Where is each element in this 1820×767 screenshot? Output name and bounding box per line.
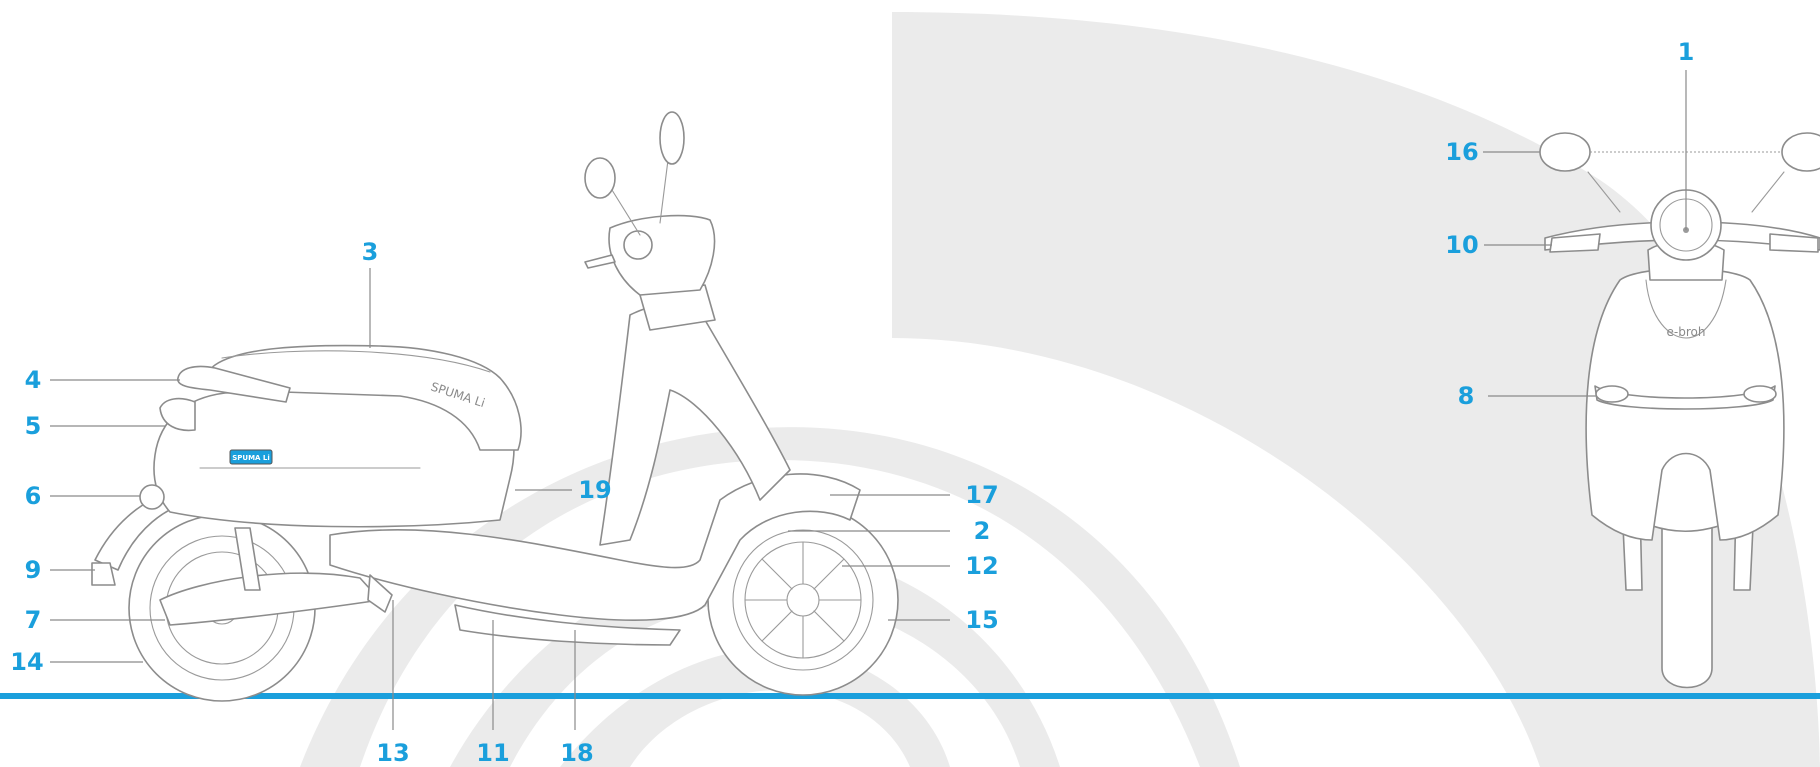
leader-lines xyxy=(50,70,1687,730)
scooter-side-view: SPUMA Li SPUMA Li xyxy=(91,111,899,702)
callout-11: 11 xyxy=(476,739,509,767)
callout-15: 15 xyxy=(965,606,998,634)
callout-17: 17 xyxy=(965,481,998,509)
callout-16: 16 xyxy=(1445,138,1478,166)
callout-7: 7 xyxy=(25,606,42,634)
callout-labels: 1 2 3 4 5 6 7 8 9 10 11 12 13 14 15 16 1… xyxy=(10,38,1694,767)
callout-8: 8 xyxy=(1458,382,1475,410)
callout-12: 12 xyxy=(965,552,998,580)
ground-line xyxy=(0,693,1820,699)
callout-10: 10 xyxy=(1445,231,1478,259)
front-brand-label: e-broh xyxy=(1667,325,1706,339)
battery-badge xyxy=(229,449,273,465)
callout-1: 1 xyxy=(1678,38,1695,66)
scooter-front-view: e-broh xyxy=(1539,132,1820,689)
callout-5: 5 xyxy=(25,412,42,440)
callout-4: 4 xyxy=(25,366,42,394)
callout-3: 3 xyxy=(362,238,379,266)
callout-9: 9 xyxy=(25,556,42,584)
callout-6: 6 xyxy=(25,482,42,510)
callout-13: 13 xyxy=(376,739,409,767)
callout-14: 14 xyxy=(10,648,43,676)
battery-badge-text: SPUMA Li xyxy=(232,454,270,462)
callout-18: 18 xyxy=(560,739,593,767)
callout-19: 19 xyxy=(578,476,611,504)
callout-2: 2 xyxy=(974,517,991,545)
